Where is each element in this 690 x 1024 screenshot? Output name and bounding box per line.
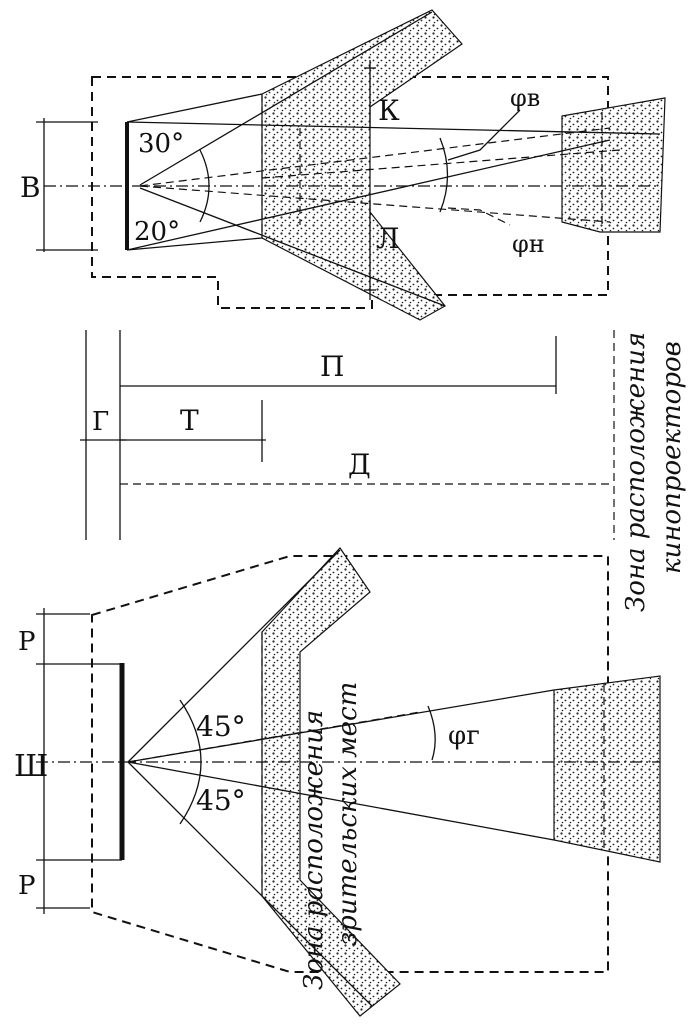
floor-plan: Р Ш Р 45° 45° φг Зона расположения зрите… [14,332,687,1017]
zone-proj-line1: Зона расположения [621,332,651,612]
label-P: П [320,350,344,383]
angle-45-left: 45° [196,710,246,743]
phi-n: φн [512,230,545,258]
phi-v: φв [510,84,540,112]
angle-arc-45 [179,699,202,825]
proj-ray-mid-c [261,149,621,179]
section-plan: В К Л 30° 20° φв φн [20,9,666,321]
label-G: Г [92,407,109,437]
phi-arc [439,137,449,213]
proj-ray-mid-a [139,127,611,187]
dimension-lines: П Г Т Д [80,330,615,540]
label-V: В [20,171,41,204]
zone-seats-line1: Зона расположения [299,710,329,990]
proj-ray-bot-plan [127,761,555,841]
lower-view-line [126,237,263,251]
phi-g: φг [448,721,480,751]
proj-dash-plan [127,711,421,763]
projector-zone-plan [553,675,661,863]
angle-45-right: 45° [196,784,246,817]
phi-g-arc [427,705,436,761]
view-45-top [127,549,341,763]
label-D: Д [348,448,371,481]
upper-view-line [126,93,263,123]
upper-sight-line [139,11,433,186]
leader-phi-v [447,109,521,161]
zone-proj-line2: кинопроекторов [657,341,687,574]
proj-ray-top [126,121,661,135]
label-R-top: Р [18,627,36,657]
leader-phi-n [447,207,511,226]
label-Sh: Ш [14,749,48,784]
label-R-bottom: Р [18,871,36,901]
seat-zone-plan [261,547,401,1017]
angle-20: 20° [134,217,180,247]
label-L: Л [376,222,399,255]
proj-ray-bottom [126,139,611,251]
proj-ray-mid-b [139,185,611,223]
view-45-bot [127,761,373,1007]
label-T: Т [180,404,199,437]
zone-seats-line2: зрительских мест [333,682,363,946]
lower-sight-line [139,187,446,307]
angle-arc-top [199,149,210,223]
label-K: К [378,94,400,127]
angle-30: 30° [138,129,184,159]
projector-zone-section [561,97,666,233]
